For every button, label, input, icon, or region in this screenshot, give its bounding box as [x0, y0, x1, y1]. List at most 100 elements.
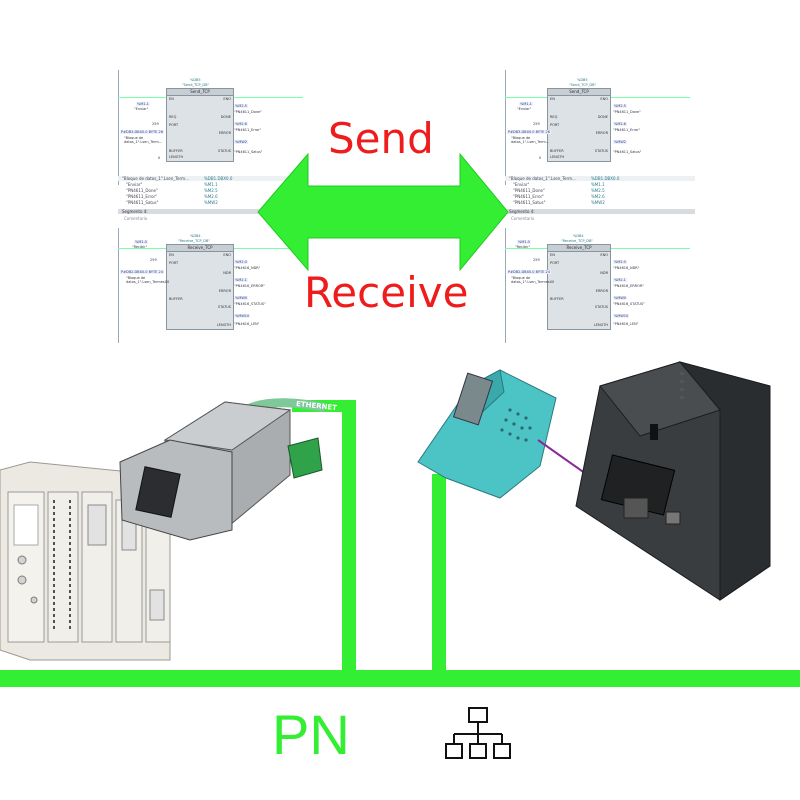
block-id: %DB5: [190, 78, 201, 82]
ladder-left-bottom: %DB4 "Receive_TCP_DB" Receive_TCP EN POR…: [118, 228, 303, 343]
table-row: "PN4611_Done" %M2.5: [513, 188, 605, 193]
table-row: "PN4611_Satus" %MW2: [513, 200, 605, 205]
error-tag: %M2.6: [613, 122, 627, 126]
done-tag: %M2.5: [234, 104, 248, 108]
pin-port: PORT: [550, 261, 560, 265]
pin-buffer: BUFFER: [550, 149, 564, 153]
network-topology-icon: [445, 707, 511, 759]
block-title: Receive_TCP: [548, 245, 610, 252]
length-value: 0: [539, 156, 542, 160]
ladder-right-top: %DB5 "Send_TCP_DB" Send_TCP EN REQ PORT …: [505, 70, 690, 185]
table-row: "PN4611_Satus" %MW2: [126, 200, 218, 205]
pin-port: PORT: [169, 123, 179, 127]
pn-label: PN: [272, 703, 350, 766]
length-name: "PN4616_LEN": [613, 322, 639, 326]
table-row: "Bloque de datos_1".Lsen_Term... %DB1.DB…: [118, 176, 308, 181]
function-block: Send_TCP EN REQ PORT BUFFER LENGTH ENO D…: [547, 88, 611, 162]
power-rail: [118, 70, 119, 185]
pin-status: STATUS: [217, 305, 231, 309]
send-label: Send: [328, 114, 434, 163]
network-drop-right-vertical: [432, 474, 446, 678]
req-tag: %M1.1: [136, 102, 150, 106]
status-name: "PN4616_STATUS": [613, 302, 645, 306]
enable-name: "Recibir": [515, 245, 531, 249]
pin-port: PORT: [169, 261, 179, 265]
pin-eno: ENO: [223, 97, 231, 101]
pin-length: LENGTH: [593, 323, 608, 327]
block-instance: "Receive_TCP_DB": [178, 239, 211, 243]
network-bus: [0, 670, 800, 687]
pin-buffer: BUFFER: [169, 297, 183, 301]
network-drop-left-vertical: [342, 400, 356, 678]
table-row: "Bloque de datos_1".Lsen_Term... %DB1.DB…: [505, 176, 695, 181]
status-name: "PN4616_STATUS": [234, 302, 266, 306]
pin-ndr: NDR: [223, 271, 231, 275]
pin-en: EN: [169, 253, 174, 257]
req-name: "Enviar": [517, 107, 532, 111]
buffer-name: "Bloque de datos_1".Lsen_Term...: [124, 136, 163, 144]
block-instance: "Send_TCP_DB": [569, 83, 597, 87]
enable-name: "Recibir": [132, 245, 148, 249]
pin-status: STATUS: [217, 149, 231, 153]
ndr-name: "PN4616_NDR": [234, 266, 261, 270]
length-name: "PN4616_LEN": [234, 322, 260, 326]
ndr-tag: %M2.0: [234, 260, 248, 264]
pin-ndr: NDR: [600, 271, 608, 275]
ndr-tag: %M2.0: [613, 260, 627, 264]
req-name: "Enviar": [134, 107, 149, 111]
error-name: "PN4611_Error": [234, 128, 262, 132]
comment-label-left: Comentario: [124, 216, 148, 221]
tag-table-left: "Bloque de datos_1".Lsen_Term... %DB1.DB…: [118, 176, 308, 208]
done-name: "PN4611_Done": [613, 110, 641, 114]
block-instance: "Send_TCP_DB": [182, 83, 210, 87]
pin-length: LENGTH: [169, 155, 184, 159]
port-value: 259: [533, 258, 540, 262]
block-title: Receive_TCP: [167, 245, 233, 252]
block-id: %DB4: [190, 234, 201, 238]
power-rail: [505, 70, 506, 185]
status-tag: %MW0: [613, 296, 628, 300]
pin-error: ERROR: [218, 131, 231, 135]
pin-port: PORT: [550, 123, 560, 127]
pin-buffer: BUFFER: [550, 297, 564, 301]
pin-error: ERROR: [595, 289, 608, 293]
status-tag: %MW2: [613, 140, 628, 144]
pin-done: DONE: [597, 115, 608, 119]
buffer-address: P#DB3.DBX0.0 BYTE 26: [507, 130, 551, 134]
req-tag: %M1.1: [519, 102, 533, 106]
function-block: Receive_TCP EN PORT BUFFER ENO NDR ERROR…: [547, 244, 611, 330]
buffer-name: "Bloque de datos_1".Lsen_Termes00: [511, 276, 555, 284]
buffer-name: "Bloque de datos_1".Lsen_Termes00: [126, 276, 170, 284]
status-tag: %MW0: [234, 296, 249, 300]
table-row: "PN4611_Done" %M2.5: [126, 188, 218, 193]
block-id: %DB4: [573, 234, 584, 238]
power-rail: [118, 228, 119, 343]
pin-en: EN: [550, 253, 555, 257]
function-block: Receive_TCP EN PORT BUFFER ENO NDR ERROR…: [166, 244, 234, 330]
pin-error: ERROR: [218, 289, 231, 293]
pin-en: EN: [169, 97, 174, 101]
segment-header-right: Segmento 4:: [505, 209, 695, 214]
pin-req: REQ: [550, 115, 558, 119]
pin-req: REQ: [169, 115, 177, 119]
block-instance: "Receive_TCP_DB": [561, 239, 594, 243]
error-tag: %M2.1: [234, 278, 248, 282]
done-name: "PN4611_Done": [234, 110, 262, 114]
error-name: "PN4611_Error": [613, 128, 641, 132]
table-row: "PN4611_Error" %M2.6: [126, 194, 218, 199]
length-tag: %MW10: [613, 314, 630, 318]
pin-buffer: BUFFER: [169, 149, 183, 153]
error-name: "PN4616_ERROR": [613, 284, 644, 288]
enable-tag: %M1.0: [134, 240, 148, 244]
pin-length: LENGTH: [550, 155, 565, 159]
pin-done: DONE: [220, 115, 231, 119]
table-row: "Enviar" %M1.1: [513, 182, 605, 187]
pin-status: STATUS: [594, 149, 608, 153]
pin-length: LENGTH: [216, 323, 231, 327]
pin-en: EN: [550, 97, 555, 101]
power-rail: [505, 228, 506, 343]
block-title: Send_TCP: [548, 89, 610, 96]
